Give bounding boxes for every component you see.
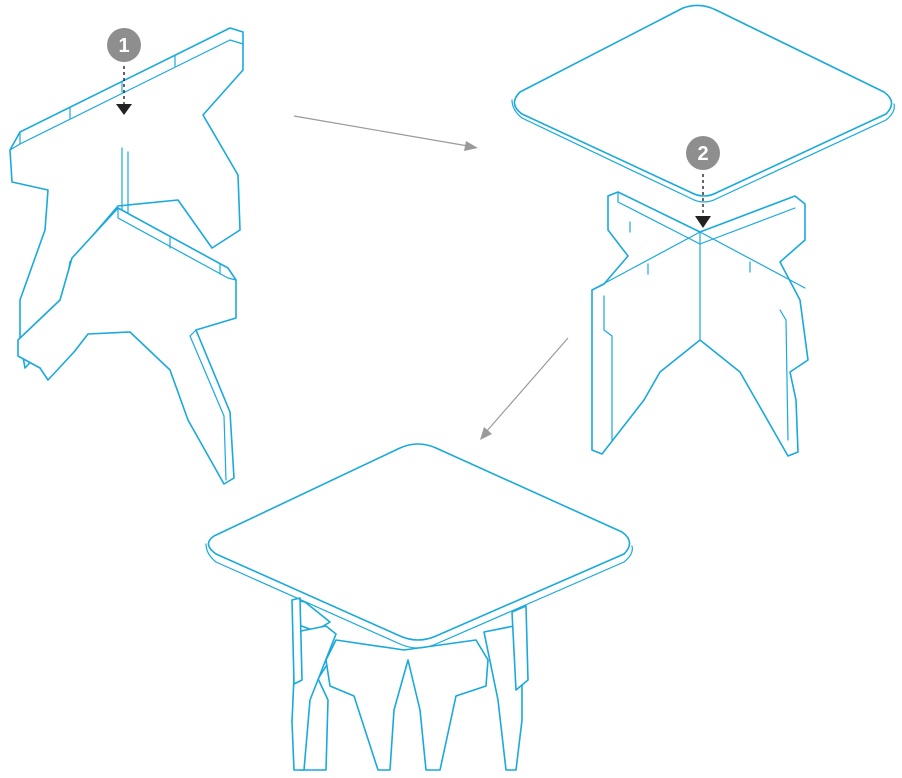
table-leg-back-left — [291, 597, 303, 685]
tabletop — [207, 443, 631, 641]
leg-panel-front — [17, 207, 237, 485]
table-leg-back-right — [511, 605, 529, 691]
step-1-number: 1 — [118, 35, 129, 57]
table-leg-left — [291, 625, 337, 771]
flow-arrow-step1-to-step2 — [293, 115, 478, 151]
step-1-leg-panels: 1 — [9, 27, 244, 485]
flow-arrow-step2-to-result — [480, 337, 569, 440]
step-2-number: 2 — [697, 143, 708, 165]
step-2-down-arrow — [695, 174, 711, 228]
step-1-badge: 1 — [107, 28, 141, 62]
table-leg-center — [325, 639, 489, 771]
step-2-assembly: 2 — [511, 4, 895, 457]
step-2-badge: 2 — [686, 136, 720, 170]
step-1-down-arrow — [116, 66, 132, 115]
tabletop-floating — [513, 4, 893, 197]
assembled-table — [205, 443, 633, 771]
